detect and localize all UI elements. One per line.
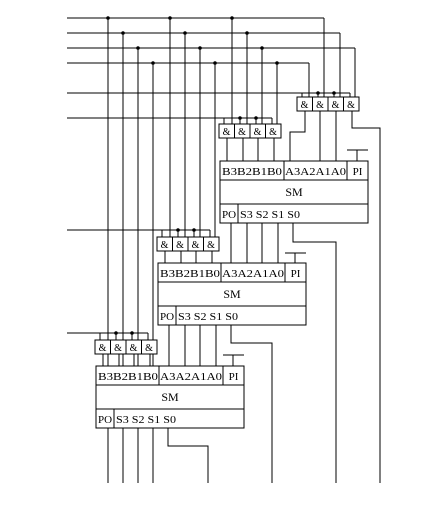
and-gate-label: &	[176, 240, 184, 251]
pi-label: PI	[229, 371, 239, 383]
adder-block: B3B2B1B0 A3A2A1A0 PI SM PO S3 S2 S1 S0	[157, 262, 307, 326]
junction-dot	[275, 61, 279, 65]
junction-dot	[254, 116, 258, 120]
junction-dot	[238, 116, 242, 120]
junction-dot	[230, 16, 234, 20]
and-gate-label: &	[332, 100, 340, 111]
a-inputs-label: A3A2A1A0	[160, 371, 223, 383]
and-gate-label: &	[316, 100, 324, 111]
junction-dot	[176, 228, 180, 232]
and-gate-label: &	[192, 240, 200, 251]
wire	[289, 111, 306, 161]
and-gate-label: &	[238, 127, 246, 138]
stage-bottom: & & & & B3B2B1B0 A3A2A1A0 PI SM PO S3 S2…	[94, 339, 245, 429]
and-gate-label: &	[130, 343, 138, 354]
po-label: PO	[160, 311, 174, 323]
sm-label: SM	[223, 287, 241, 301]
adder-block: B3B2B1B0 A3A2A1A0 PI SM PO S3 S2 S1 S0	[219, 160, 369, 224]
s-outputs-label: S3 S2 S1 S0	[240, 209, 301, 221]
and-gate-label: &	[223, 127, 231, 138]
po-label: PO	[222, 209, 236, 221]
and-gate-label: &	[301, 100, 309, 111]
s-outputs-label: S3 S2 S1 S0	[116, 414, 177, 426]
po-label: PO	[98, 414, 112, 426]
and-gate-label: &	[161, 240, 169, 251]
a-inputs-label: A3A2A1A0	[285, 166, 347, 178]
junction-dot	[183, 31, 187, 35]
wire	[230, 325, 273, 483]
stage-middle: & & & & B3B2B1B0 A3A2A1A0 PI SM PO S3 S2…	[156, 236, 307, 326]
a-inputs-label: A3A2A1A0	[222, 268, 285, 280]
junction-dot	[332, 91, 336, 95]
and-gate-label: &	[145, 343, 153, 354]
junction-dot	[168, 16, 172, 20]
adder-block: B3B2B1B0 A3A2A1A0 PI SM PO S3 S2 S1 S0	[95, 365, 245, 429]
junction-dot	[114, 331, 118, 335]
junction-dot	[198, 46, 202, 50]
and-gate-label: &	[114, 343, 122, 354]
pi-label: PI	[353, 166, 363, 178]
s-outputs-label: S3 S2 S1 S0	[178, 311, 239, 323]
sm-label: SM	[285, 185, 303, 199]
b-inputs-label: B3B2B1B0	[98, 371, 159, 383]
pi-label: PI	[291, 268, 301, 280]
extra-and-gate-row: & & & &	[296, 96, 360, 112]
junction-dot	[245, 31, 249, 35]
junction-dot	[151, 61, 155, 65]
wire	[292, 223, 337, 483]
and-gate-label: &	[269, 127, 277, 138]
and-gate-row: & & & &	[156, 236, 220, 252]
wire	[167, 428, 209, 483]
junction-dots	[106, 16, 336, 335]
sm-label: SM	[161, 390, 179, 404]
and-gate-label: &	[99, 343, 107, 354]
and-gate-label: &	[254, 127, 262, 138]
junction-dot	[213, 61, 217, 65]
junction-dot	[121, 31, 125, 35]
junction-dot	[130, 331, 134, 335]
wire	[351, 111, 381, 483]
and-gate-row: & & & &	[94, 339, 158, 355]
b-inputs-label: B3B2B1B0	[160, 268, 221, 280]
junction-dot	[316, 91, 320, 95]
and-gate-label: &	[347, 100, 355, 111]
and-gate-label: &	[207, 240, 215, 251]
junction-dot	[260, 46, 264, 50]
and-gate-row: & & & &	[218, 123, 282, 139]
b-inputs-label: B3B2B1B0	[222, 166, 283, 178]
junction-dot	[106, 16, 110, 20]
stage-top: & & & & B3B2B1B0 A3A2A1A0 PI SM PO S3 S2…	[218, 123, 369, 224]
junction-dot	[136, 46, 140, 50]
wires	[67, 17, 381, 483]
junction-dot	[192, 228, 196, 232]
